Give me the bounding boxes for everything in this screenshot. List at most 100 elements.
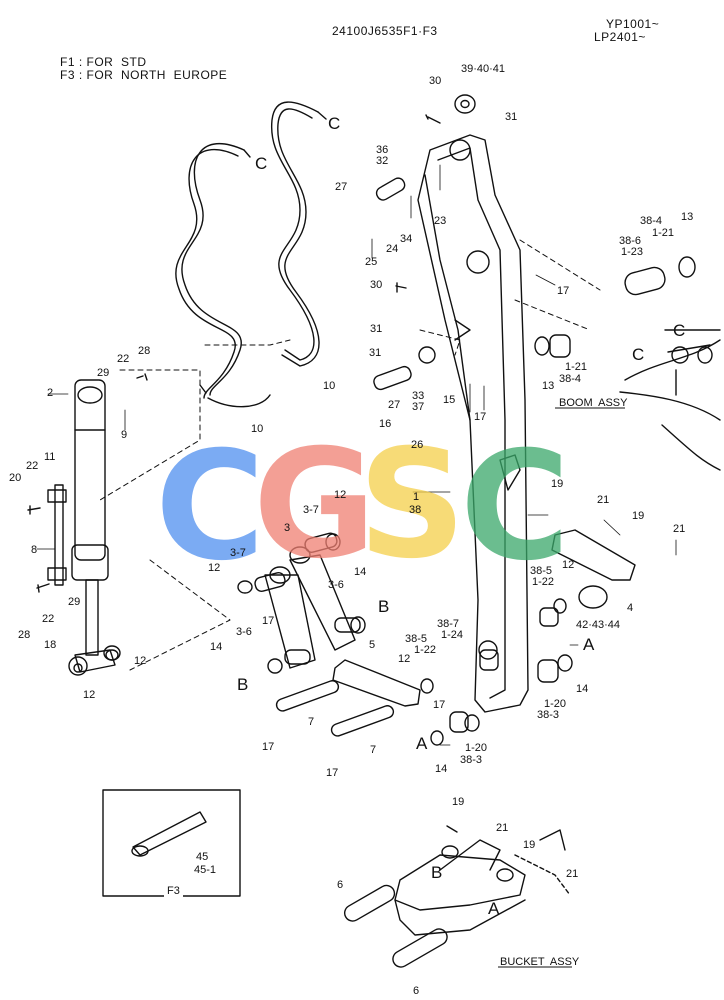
link-rod <box>47 484 67 586</box>
callout-33: 33 <box>412 390 425 402</box>
callout-45: 45 <box>196 851 209 863</box>
note-f1: F1 : FOR STD <box>60 55 147 69</box>
bolts <box>27 114 458 833</box>
callout-23: 23 <box>434 215 447 227</box>
watermark-letter-1: C <box>155 420 266 594</box>
callout-9: 9 <box>121 429 128 441</box>
callout-1-22: 1-22 <box>414 644 437 656</box>
callout-b1: B <box>378 597 390 616</box>
callout-3: 3 <box>284 522 291 534</box>
callout-5: 5 <box>369 639 376 651</box>
callout-hose-c1: C <box>328 114 341 133</box>
callout-19: 19 <box>632 510 645 522</box>
callout-14: 14 <box>435 763 448 775</box>
serial-range-2: LP2401~ <box>594 30 646 44</box>
callout-29: 29 <box>68 596 81 608</box>
f3-detail-box <box>102 789 241 897</box>
arm-cylinder <box>68 379 121 676</box>
callout-26: 26 <box>411 439 424 451</box>
callout-7: 7 <box>308 716 315 728</box>
callout-hose-c2: C <box>255 154 268 173</box>
callout-19: 19 <box>551 478 564 490</box>
watermark-letter-4: C <box>460 420 571 594</box>
hydraulic-hose-2 <box>243 101 327 367</box>
callout-31: 31 <box>369 347 382 359</box>
bucket-assy-label: BUCKET ASSY <box>500 956 580 968</box>
callout-3-7: 3-7 <box>303 504 319 516</box>
callout-6: 6 <box>337 879 344 891</box>
callout-38-5: 38-5 <box>405 633 428 645</box>
callout-3-7: 3-7 <box>230 547 246 559</box>
callout-12: 12 <box>562 559 575 571</box>
callout-22: 22 <box>26 460 39 472</box>
callout-36: 36 <box>376 144 389 156</box>
callout-24: 24 <box>386 243 399 255</box>
callout-6: 6 <box>413 985 420 997</box>
callout-21: 21 <box>673 523 686 535</box>
callout-19: 19 <box>452 796 465 808</box>
callout-17: 17 <box>326 767 339 779</box>
pins <box>254 177 666 968</box>
callout-b2: B <box>237 675 249 694</box>
callout-20: 20 <box>9 472 22 484</box>
callout-14: 14 <box>354 566 367 578</box>
callout-a3: A <box>488 899 500 918</box>
callout-17: 17 <box>262 741 275 753</box>
callout-12: 12 <box>83 689 96 701</box>
callout-10: 10 <box>323 380 336 392</box>
callout-1-23: 1-23 <box>621 246 644 258</box>
callout-4: 4 <box>627 602 634 614</box>
callout-10: 10 <box>251 423 264 435</box>
callout-38-3: 38-3 <box>460 754 483 766</box>
callout-15: 15 <box>443 394 456 406</box>
bucket-assy <box>394 829 571 936</box>
boom-body <box>417 134 529 713</box>
callout-3-6: 3-6 <box>328 579 344 591</box>
callout-7: 7 <box>370 744 377 756</box>
callout-a2: A <box>416 734 428 753</box>
callout-a1: A <box>583 635 595 654</box>
callout-21: 21 <box>496 822 509 834</box>
callout-17: 17 <box>557 285 570 297</box>
callout-21: 21 <box>566 868 579 880</box>
callout-13: 13 <box>681 211 694 223</box>
callout-12: 12 <box>208 562 221 574</box>
callout-25: 25 <box>365 256 378 268</box>
callout-1-21: 1-21 <box>652 227 675 239</box>
callout-17: 17 <box>262 615 275 627</box>
callout-1-24: 1-24 <box>441 629 464 641</box>
callout-1-21: 1-21 <box>565 361 588 373</box>
callout-34: 34 <box>400 233 413 245</box>
callout-12: 12 <box>398 653 411 665</box>
watermark-letter-3: S <box>358 418 467 592</box>
callout-38-4: 38-4 <box>640 215 663 227</box>
callout-38: 38 <box>409 504 422 516</box>
callout-8: 8 <box>31 544 38 556</box>
callout-31: 31 <box>505 111 518 123</box>
callout-b3: B <box>431 863 443 882</box>
callout-14: 14 <box>576 683 589 695</box>
callout-37: 37 <box>412 401 425 413</box>
callout-19: 19 <box>523 839 536 851</box>
callout-1-22: 1-22 <box>532 576 555 588</box>
f3-box-label: F3 <box>164 886 183 897</box>
callout-27: 27 <box>335 181 348 193</box>
callout-28: 28 <box>18 629 31 641</box>
callout-1: 1 <box>413 491 420 503</box>
callout-27: 27 <box>388 399 401 411</box>
callout-1-20: 1-20 <box>544 698 567 710</box>
callout-16: 16 <box>379 418 392 430</box>
callout-12: 12 <box>334 489 347 501</box>
callout-38-7: 38-7 <box>437 618 460 630</box>
callout-30: 30 <box>370 279 383 291</box>
callout-12: 12 <box>134 655 147 667</box>
callout-38-6: 38-6 <box>619 235 642 247</box>
callout-2: 2 <box>47 387 54 399</box>
serial-range-1: YP1001~ <box>606 17 660 31</box>
callout-1-20: 1-20 <box>465 742 488 754</box>
callout-14: 14 <box>210 641 223 653</box>
callout-boom-c2: C <box>632 345 645 364</box>
callout-boom-c1: C <box>673 321 686 340</box>
callout-13: 13 <box>542 380 555 392</box>
callout-11: 11 <box>44 451 56 463</box>
